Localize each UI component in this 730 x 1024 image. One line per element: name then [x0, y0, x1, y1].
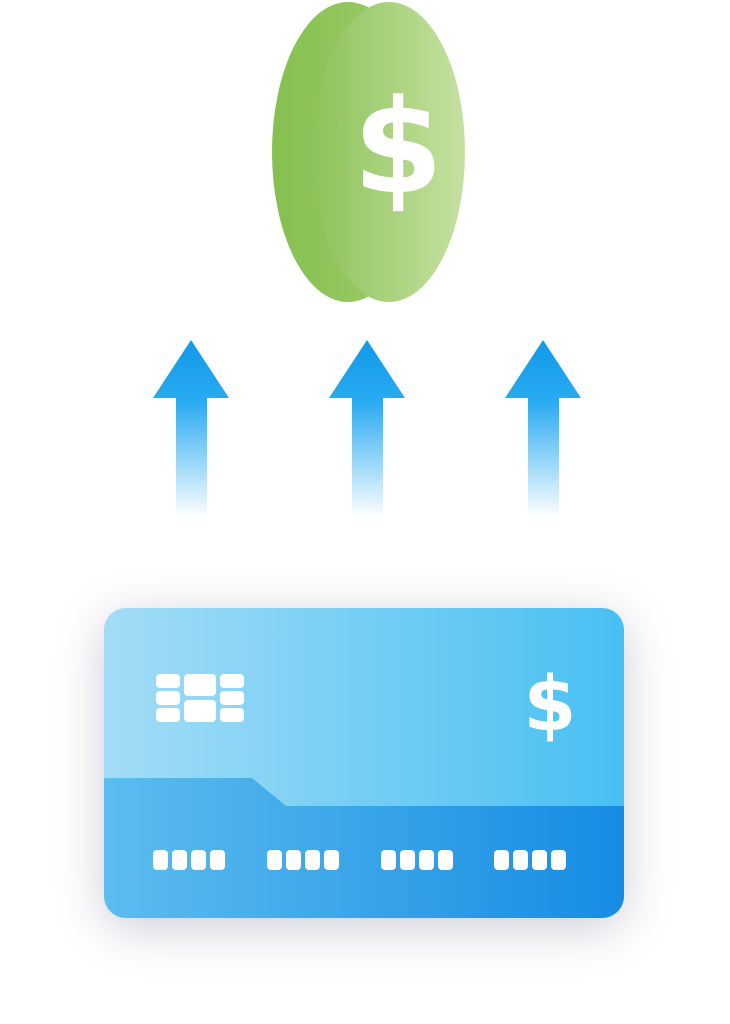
- card-number-group: [494, 850, 566, 870]
- dollar-sign-icon: $: [353, 71, 443, 223]
- coin-face: [313, 2, 465, 302]
- arrow-up-icon: [153, 340, 229, 518]
- arrow-up-icon: [505, 340, 581, 518]
- card-number: [153, 850, 566, 870]
- card-number-group: [153, 850, 225, 870]
- arrow-up-icon: [329, 340, 405, 518]
- coin: $: [272, 2, 465, 302]
- card-number-group: [267, 850, 339, 870]
- card-chip-icon: [156, 674, 244, 722]
- card-stripe: [104, 778, 624, 918]
- arrow-group: [153, 340, 581, 518]
- card-dollar-icon: $: [524, 659, 577, 748]
- card-number-group: [381, 850, 453, 870]
- credit-card: $: [104, 608, 624, 918]
